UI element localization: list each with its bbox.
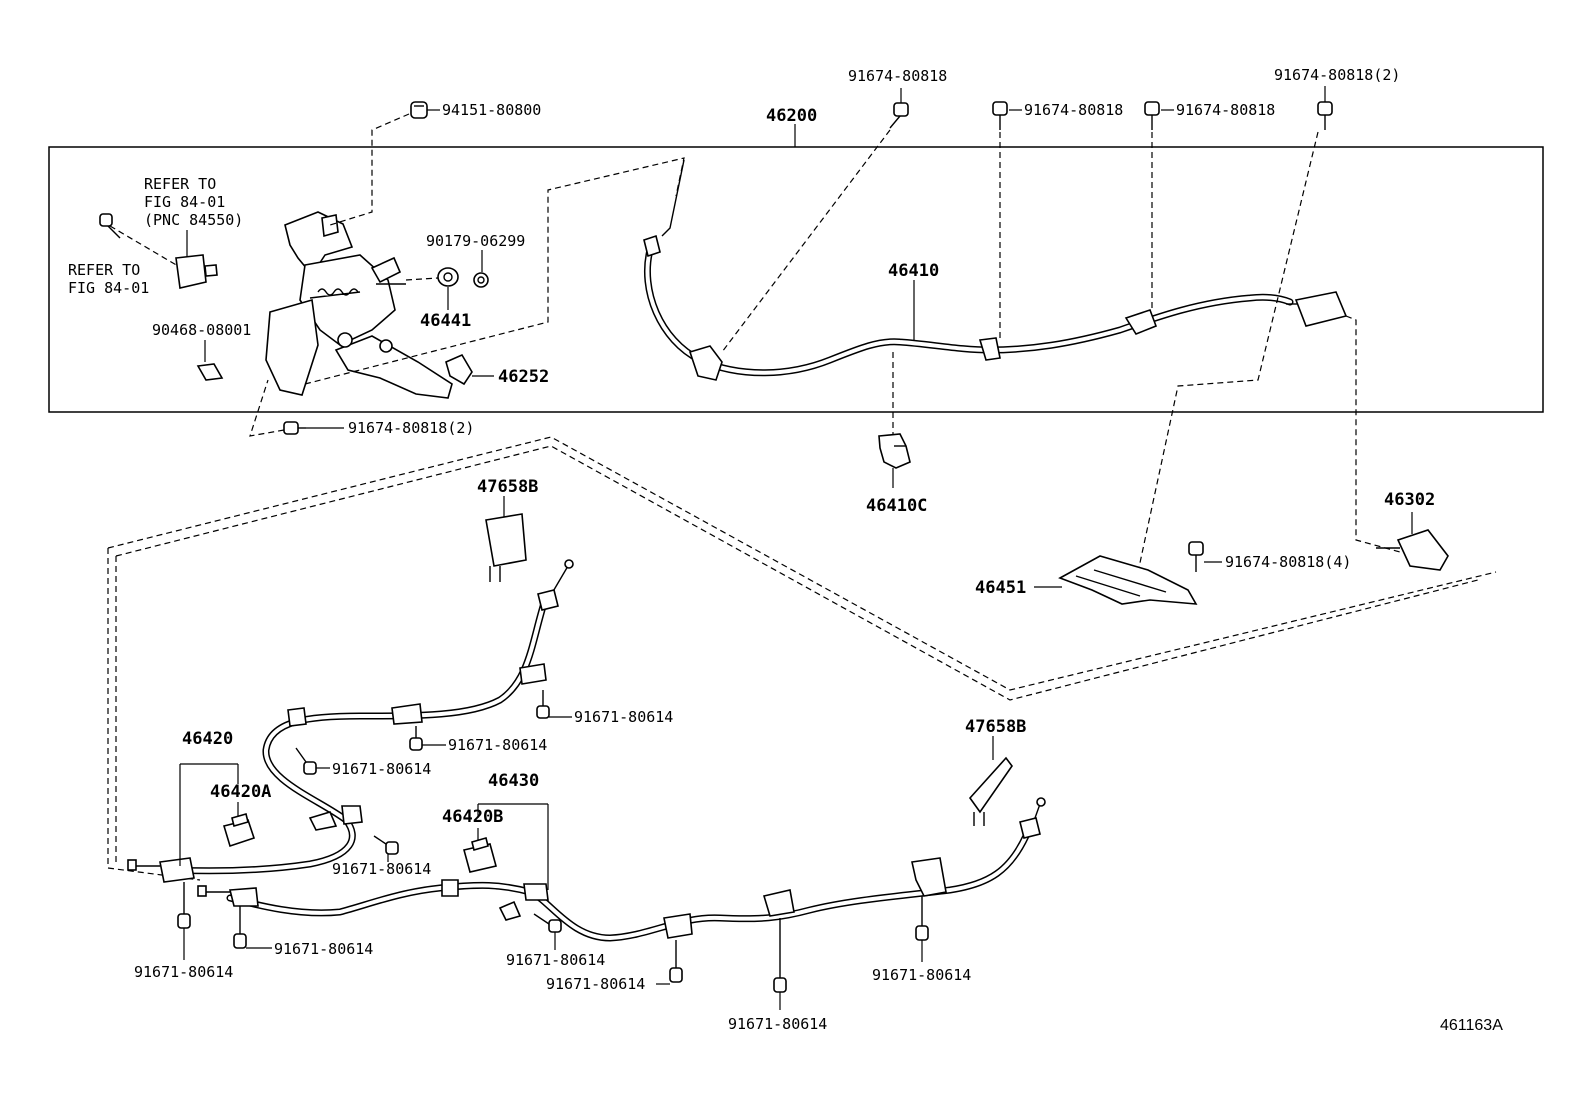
dash-91674-top-a — [721, 129, 891, 353]
bushing-46441[interactable] — [437, 267, 459, 287]
refer-note-1-line2: FIG 84-01 — [144, 193, 225, 211]
label-91671-80614-g[interactable]: 91671-80614 — [506, 951, 605, 969]
equalizer-46302[interactable] — [1376, 529, 1449, 571]
callout-46410C[interactable]: 46410C — [866, 496, 927, 516]
bolt-91671-80614-i[interactable] — [773, 918, 787, 993]
refer-note-1-line3: (PNC 84550) — [144, 211, 243, 229]
rear-cable-46420[interactable] — [127, 559, 574, 883]
label-91671-80614-b[interactable]: 91671-80614 — [448, 736, 547, 754]
bolt-91671-80614-j[interactable] — [915, 896, 929, 941]
clip-47658B-right[interactable] — [968, 756, 1013, 826]
bolt-91674-80818-top-b[interactable] — [992, 101, 1008, 130]
bolt-91671-80614-g[interactable] — [533, 913, 562, 933]
clamp-46410C[interactable] — [878, 433, 911, 469]
nut-94151-80800[interactable] — [410, 101, 428, 119]
callout-46420B[interactable]: 46420B — [442, 807, 503, 827]
clip-90468-08001[interactable] — [196, 363, 224, 381]
dash-rear-boundary-inner — [115, 445, 1479, 701]
callout-46430[interactable]: 46430 — [488, 771, 539, 791]
dash-46302 — [1345, 315, 1401, 553]
callout-46420[interactable]: 46420 — [182, 729, 233, 749]
label-94151-80800[interactable]: 94151-80800 — [442, 101, 541, 119]
label-91674-80818-top-b[interactable]: 91674-80818 — [1024, 101, 1123, 119]
label-91671-80614-h[interactable]: 91671-80614 — [546, 975, 645, 993]
bolt-91671-80614-c[interactable] — [295, 747, 317, 775]
screw-refer-fig-84-01[interactable] — [99, 213, 121, 239]
parking-brake-pedal-assembly[interactable] — [265, 211, 453, 399]
bolt-91671-80614-h[interactable] — [669, 940, 683, 983]
callout-46200[interactable]: 46200 — [766, 106, 817, 126]
callout-46441[interactable]: 46441 — [420, 311, 471, 331]
dash-91674-top-d — [1137, 131, 1319, 573]
dash-91674-left — [249, 379, 285, 437]
label-91671-80614-a[interactable]: 91671-80614 — [574, 708, 673, 726]
leader-46430 — [477, 803, 549, 890]
callout-47658B-top[interactable]: 47658B — [477, 477, 538, 497]
callout-46410[interactable]: 46410 — [888, 261, 939, 281]
switch-component-refer[interactable] — [175, 254, 218, 289]
label-90179-06299[interactable]: 90179-06299 — [426, 232, 525, 250]
bolt-91671-80614-a[interactable] — [536, 690, 550, 719]
bolt-91671-80614-f[interactable] — [233, 906, 247, 949]
label-91671-80614-j[interactable]: 91671-80614 — [872, 966, 971, 984]
refer-note-2-line1: REFER TO — [68, 261, 140, 279]
label-91671-80614-i[interactable]: 91671-80614 — [728, 1015, 827, 1033]
dash-refer2 — [109, 225, 179, 267]
cover-46252[interactable] — [445, 353, 473, 386]
front-cable-46410[interactable] — [643, 159, 1348, 381]
bolt-91674-80818-left[interactable] — [283, 421, 306, 435]
callout-46252[interactable]: 46252 — [498, 367, 549, 387]
bolt-91671-80614-b[interactable] — [409, 726, 423, 751]
label-91671-80614-e[interactable]: 91671-80614 — [134, 963, 233, 981]
dash-rear-boundary-outer — [107, 436, 1497, 691]
figure-id: 461163A — [1440, 1017, 1503, 1034]
bolt-91674-80818-top-a[interactable] — [889, 102, 909, 129]
refer-note-2-line2: FIG 84-01 — [68, 279, 149, 297]
label-91674-80818-4[interactable]: 91674-80818(4) — [1225, 553, 1351, 571]
label-91671-80614-c[interactable]: 91671-80614 — [332, 760, 431, 778]
dash-94151 — [329, 113, 410, 226]
bolt-91674-80818-top-d[interactable] — [1317, 101, 1333, 130]
nut-90179-06299[interactable] — [473, 272, 489, 288]
bolt-91674-80818-x4[interactable] — [1188, 541, 1204, 572]
bolt-91671-80614-d[interactable] — [373, 835, 399, 855]
label-90468-08001[interactable]: 90468-08001 — [152, 321, 251, 339]
grommet-46420A[interactable] — [222, 813, 256, 848]
rear-cable-46430[interactable] — [197, 797, 1046, 942]
label-91674-80818-2-left[interactable]: 91674-80818(2) — [348, 419, 474, 437]
label-91674-80818-top-c[interactable]: 91674-80818 — [1176, 101, 1275, 119]
refer-note-1-line1: REFER TO — [144, 175, 216, 193]
assembly-46200-frame — [48, 146, 1544, 413]
label-91674-80818-2-top-d[interactable]: 91674-80818(2) — [1274, 66, 1400, 84]
grommet-46420B[interactable] — [463, 837, 497, 873]
dash-rear-left-outer — [107, 548, 201, 881]
callout-46451[interactable]: 46451 — [975, 578, 1026, 598]
callout-46302[interactable]: 46302 — [1384, 490, 1435, 510]
callout-47658B-right[interactable]: 47658B — [965, 717, 1026, 737]
dash-46441 — [405, 277, 439, 281]
clip-47658B-top[interactable] — [485, 513, 527, 582]
label-91671-80614-f[interactable]: 91671-80614 — [274, 940, 373, 958]
bracket-46451[interactable] — [1058, 555, 1198, 605]
label-91671-80614-d[interactable]: 91671-80614 — [332, 860, 431, 878]
bolt-91671-80614-e[interactable] — [177, 882, 191, 929]
bolt-91674-80818-top-c[interactable] — [1144, 101, 1160, 130]
label-91674-80818-top-a[interactable]: 91674-80818 — [848, 67, 947, 85]
leader-46420 — [179, 763, 239, 866]
callout-46420A[interactable]: 46420A — [210, 782, 271, 802]
